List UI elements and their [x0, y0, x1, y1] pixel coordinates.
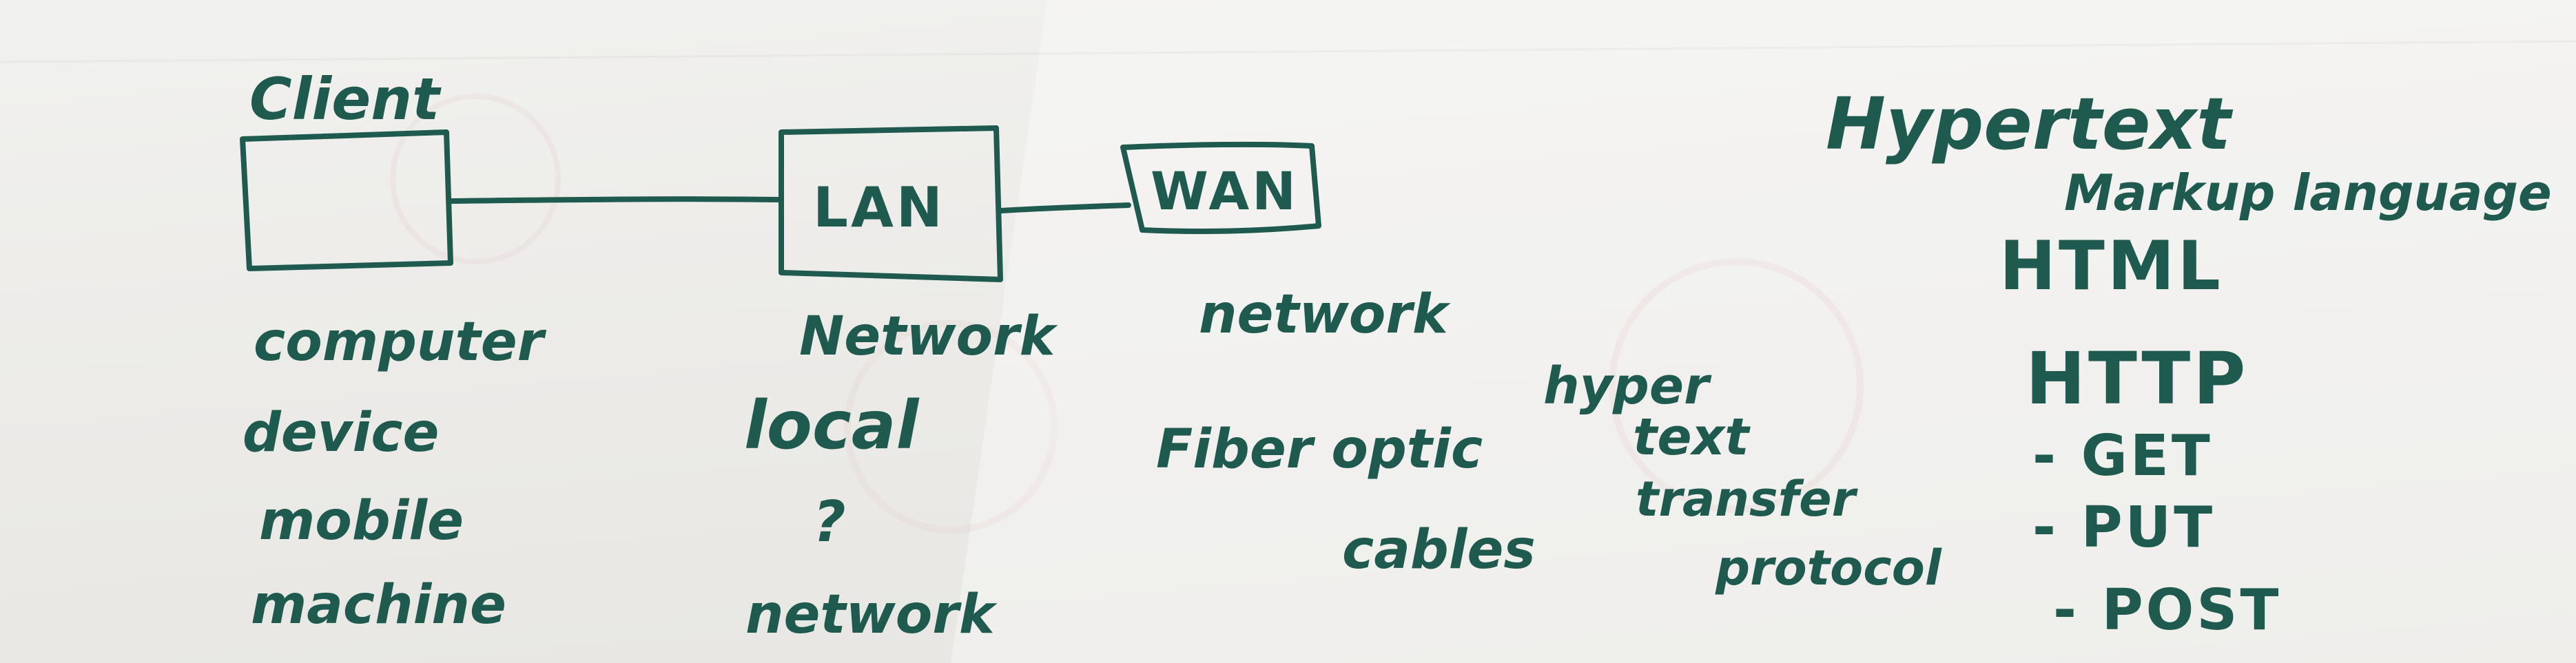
http-expansion-word: hyper [1543, 357, 1709, 416]
http-expansion-word: protocol [1715, 540, 1941, 596]
html-note-line: Hypertext [1826, 82, 2232, 166]
http-expansion-word: text [1633, 408, 1749, 467]
http-method: - GET [2032, 423, 2213, 489]
http-method: - POST [2053, 578, 2282, 643]
wan-note-item: network [1199, 284, 1448, 346]
wan-box [1120, 141, 1321, 234]
wan-note-item: cables [1342, 519, 1536, 581]
html-acronym: HTML [1999, 227, 2223, 306]
html-note-line: Markup language [2064, 164, 2552, 222]
client-note-item: mobile [259, 490, 464, 552]
client-note-item: machine [251, 574, 506, 636]
client-box [240, 129, 453, 271]
http-acronym: HTTP [2026, 337, 2249, 421]
client-lan-link [449, 196, 781, 204]
lan-label: LAN [813, 176, 945, 240]
lan-note-item: ? [813, 490, 846, 555]
client-label: Client [249, 65, 440, 133]
client-note-item: computer [254, 311, 544, 373]
client-note-item: device [243, 402, 440, 464]
http-expansion-word: transfer [1636, 471, 1856, 527]
lan-note-item: local [744, 387, 919, 464]
lan-note-item: network [745, 584, 995, 646]
lan-wan-link [998, 202, 1131, 213]
lan-box [779, 125, 1003, 282]
lan-note-item: Network [799, 306, 1055, 368]
wan-label: WAN [1151, 160, 1299, 222]
wan-note-item: Fiber optic [1156, 419, 1483, 481]
http-method: - PUT [2032, 495, 2216, 560]
